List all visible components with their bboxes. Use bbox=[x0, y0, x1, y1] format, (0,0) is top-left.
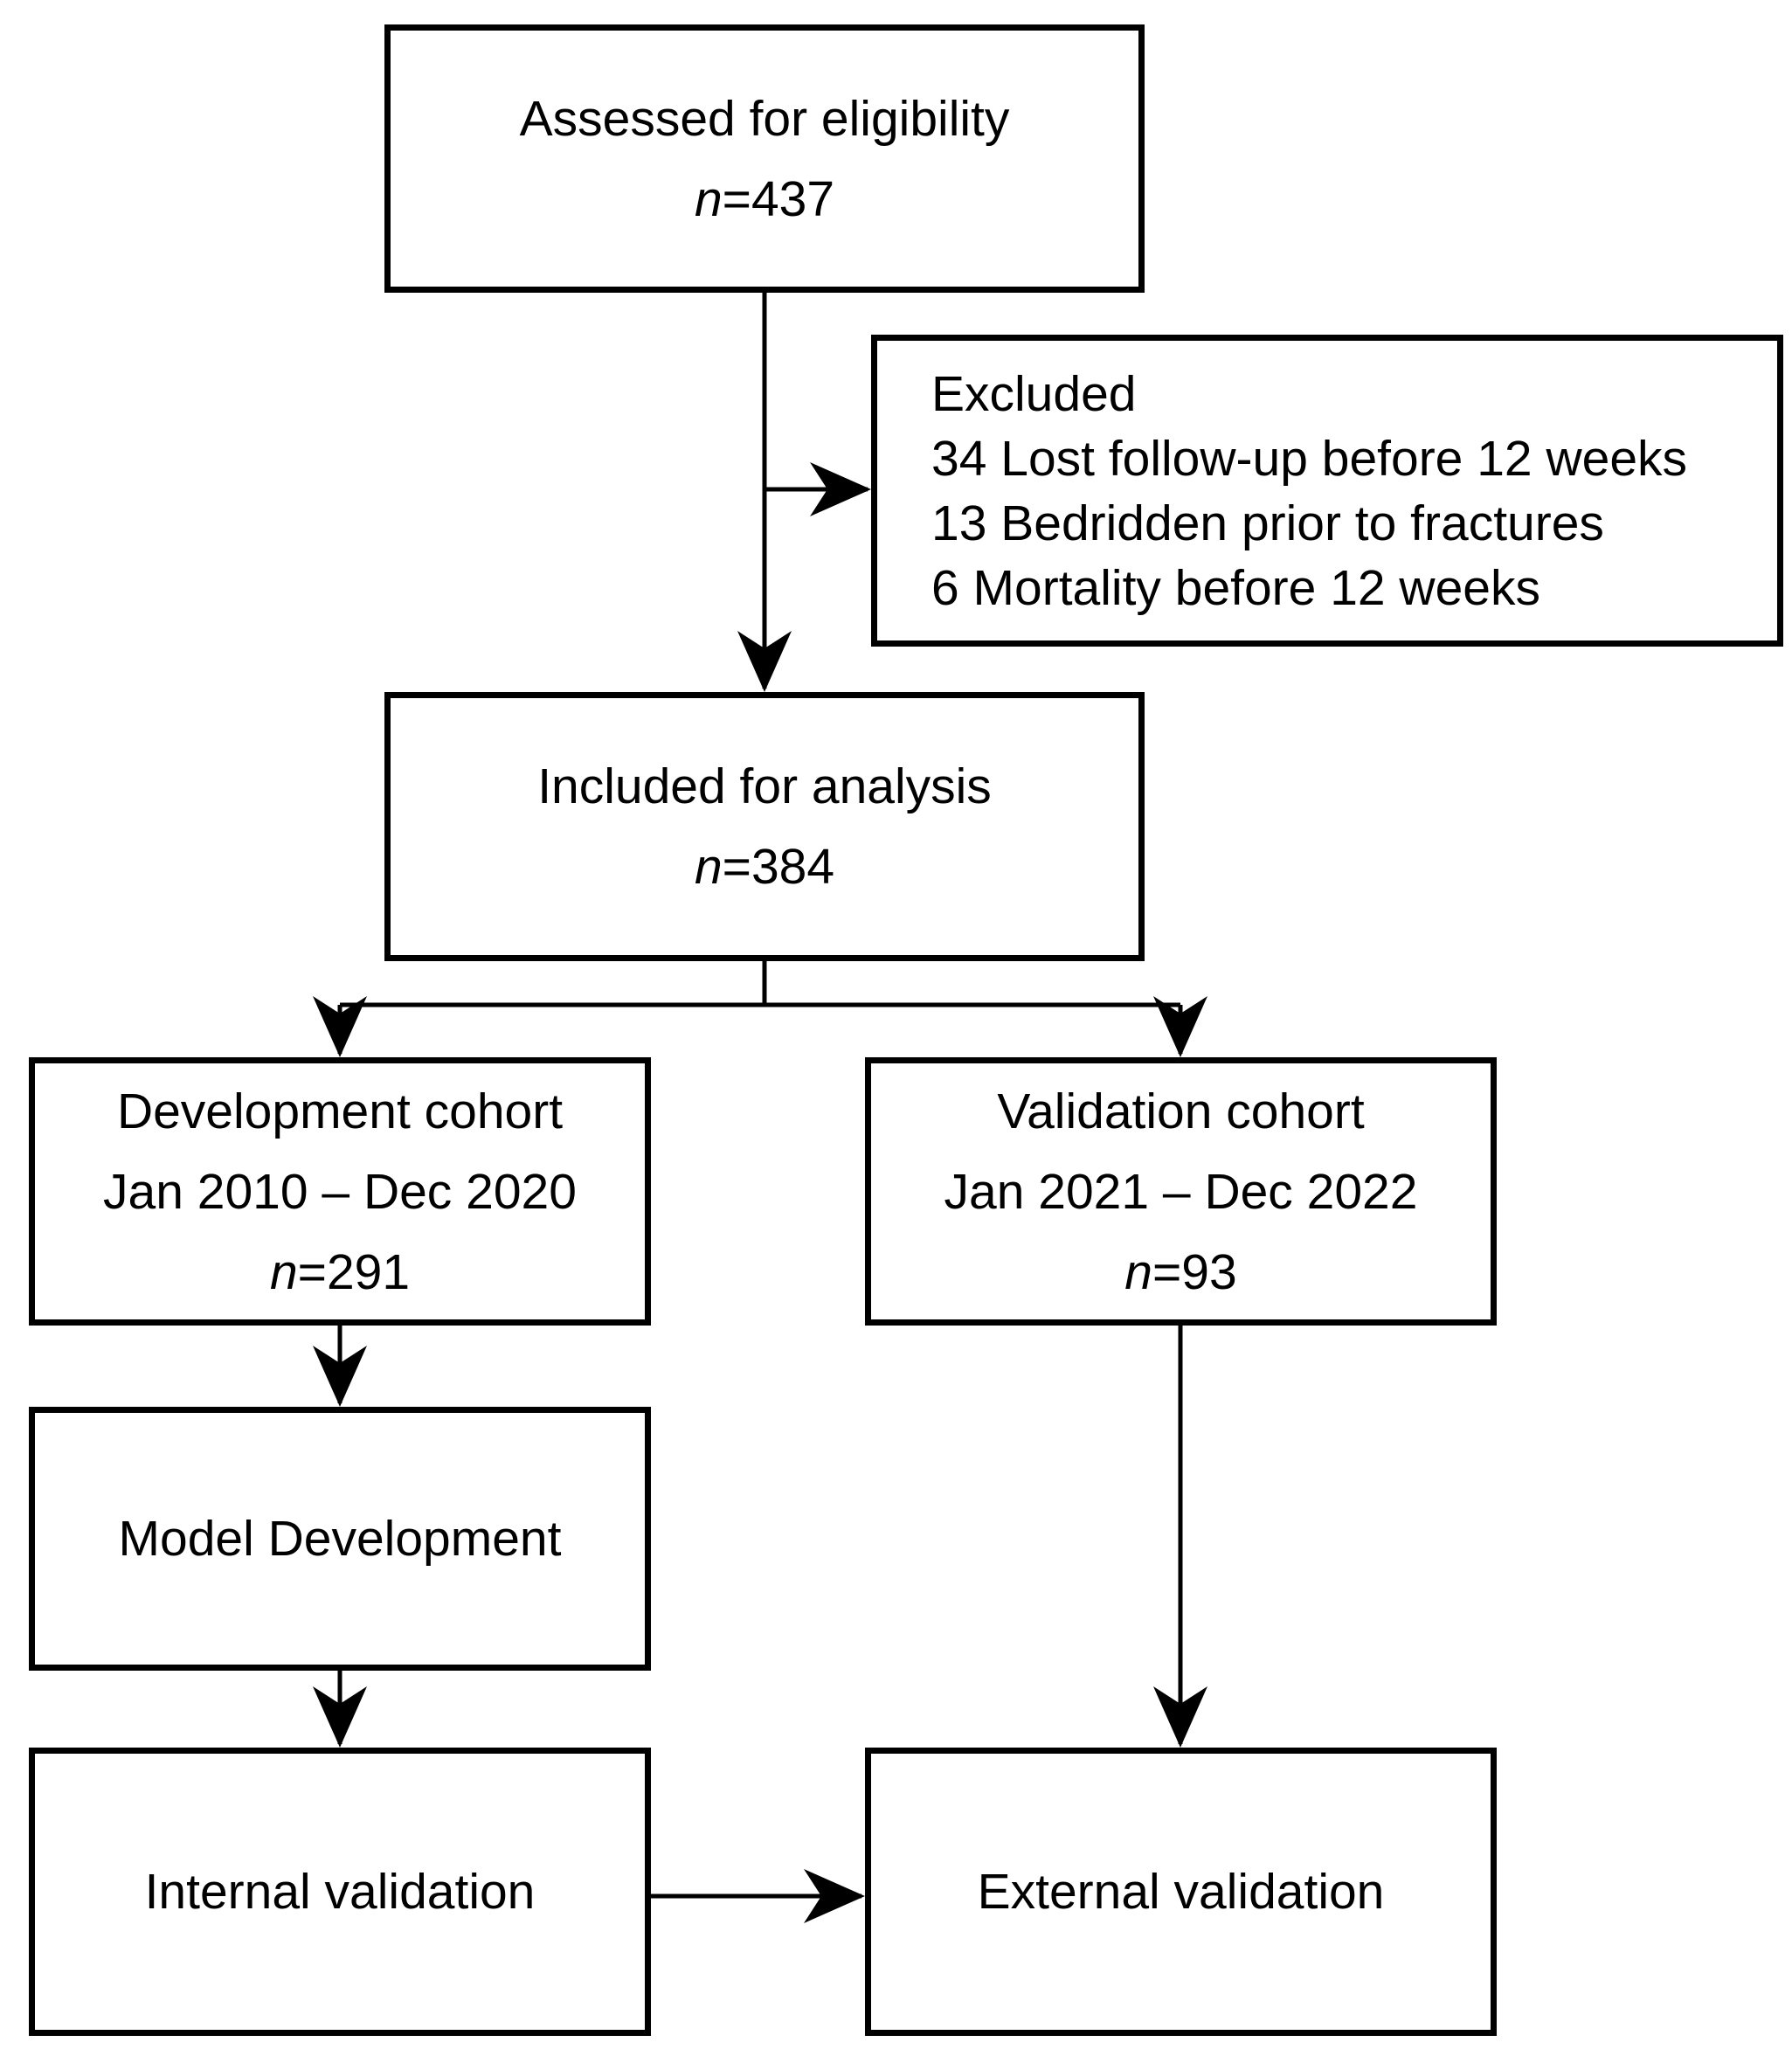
arrowhead-down-external bbox=[1153, 1686, 1207, 1748]
excluded-reason: 13 Bedridden prior to fractures bbox=[931, 495, 1604, 551]
arrowhead-down-validation bbox=[1153, 996, 1207, 1057]
node-label: Model Development bbox=[118, 1511, 562, 1567]
node-internal-validation: Internal validation bbox=[29, 1748, 651, 2036]
node-development-cohort: Development cohort Jan 2010 – Dec 2020 n… bbox=[29, 1057, 651, 1326]
excluded-reason: 34 Lost follow-up before 12 weeks bbox=[931, 430, 1688, 487]
arrowhead-down-internal bbox=[313, 1686, 367, 1748]
arrowhead-down-included bbox=[737, 631, 792, 692]
node-label: Validation cohort bbox=[997, 1083, 1365, 1139]
node-count: n=291 bbox=[269, 1243, 411, 1300]
node-count: n=384 bbox=[694, 839, 835, 895]
node-date-range: Jan 2021 – Dec 2022 bbox=[944, 1163, 1418, 1220]
node-validation-cohort: Validation cohort Jan 2021 – Dec 2022 n=… bbox=[865, 1057, 1497, 1326]
node-assessed-for-eligibility: Assessed for eligibility n=437 bbox=[384, 24, 1145, 293]
excluded-reason: 6 Mortality before 12 weeks bbox=[931, 559, 1540, 616]
node-label: External validation bbox=[977, 1864, 1385, 1920]
connector-included-split bbox=[337, 961, 1183, 1054]
node-model-development: Model Development bbox=[29, 1407, 651, 1671]
node-date-range: Jan 2010 – Dec 2020 bbox=[103, 1163, 577, 1220]
node-external-validation: External validation bbox=[865, 1748, 1497, 2036]
node-count: n=437 bbox=[694, 170, 835, 227]
node-label: Assessed for eligibility bbox=[519, 90, 1010, 147]
node-excluded: Excluded 34 Lost follow-up before 12 wee… bbox=[871, 335, 1783, 647]
node-count: n=93 bbox=[1124, 1243, 1237, 1300]
arrowhead-down-model bbox=[313, 1346, 367, 1407]
node-label: Development cohort bbox=[116, 1083, 564, 1139]
node-label: Internal validation bbox=[144, 1864, 536, 1920]
node-included-for-analysis: Included for analysis n=384 bbox=[384, 692, 1145, 961]
node-label: Included for analysis bbox=[537, 758, 992, 814]
node-label: Excluded bbox=[931, 365, 1137, 422]
arrowhead-right-external bbox=[804, 1869, 865, 1923]
arrowhead-right-excluded bbox=[810, 462, 871, 516]
arrowhead-down-development bbox=[313, 996, 367, 1057]
